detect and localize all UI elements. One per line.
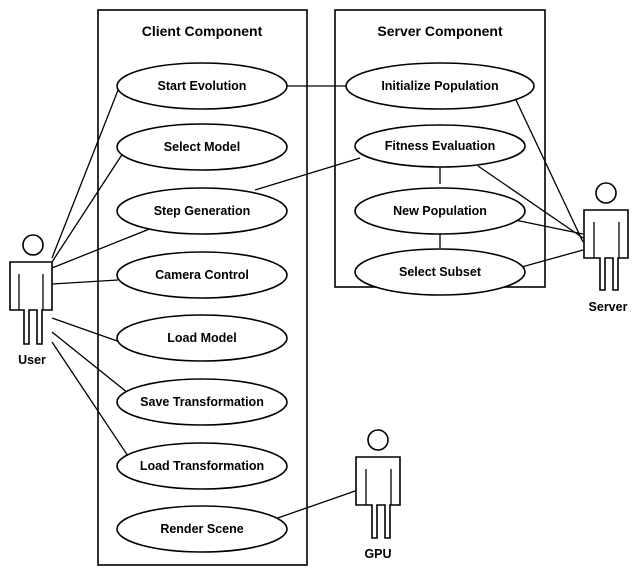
actor-user: User — [9, 234, 53, 367]
assoc-step-generation-fitness-evaluation — [254, 157, 361, 191]
use-case-label: New Population — [393, 204, 487, 218]
assoc-gpu-render-scene — [271, 489, 359, 521]
client-use-cases: Start Evolution Select Model Step Genera… — [116, 62, 288, 553]
use-case-load-model — [116, 314, 288, 362]
assoc-server-fitness-evaluation — [477, 165, 584, 239]
assoc-user-camera-control — [51, 279, 119, 285]
actor-gpu-label: GPU — [364, 547, 391, 561]
use-case-label: Initialize Population — [381, 79, 498, 93]
assoc-user-load-model — [51, 317, 121, 343]
actor-body — [355, 456, 401, 539]
use-case-label: Step Generation — [154, 204, 251, 218]
use-case-start-evolution — [116, 62, 288, 110]
use-case-label: Load Transformation — [140, 459, 264, 473]
actor-body — [583, 209, 629, 291]
use-case-label: Select Subset — [399, 265, 482, 279]
server-component-title: Server Component — [377, 23, 503, 39]
assoc-user-load-transformation — [51, 341, 129, 457]
assoc-user-step-generation — [51, 227, 153, 269]
assoc-server-initialize-population — [515, 99, 584, 243]
actor-server: Server — [583, 182, 629, 314]
actor-gpu: GPU — [355, 429, 401, 561]
assoc-server-new-population — [509, 218, 584, 235]
actor-head — [22, 234, 44, 256]
use-case-render-scene — [116, 505, 288, 553]
use-case-label: Save Transformation — [140, 395, 264, 409]
use-case-label: Load Model — [167, 331, 236, 345]
use-case-load-transformation — [116, 442, 288, 490]
assoc-user-select-model — [51, 149, 126, 263]
client-component-title: Client Component — [142, 23, 263, 39]
use-case-label: Start Evolution — [158, 79, 247, 93]
use-case-label: Select Model — [164, 140, 240, 154]
use-case-initialize-population — [345, 62, 535, 110]
assoc-user-save-transformation — [51, 331, 129, 394]
actor-user-label: User — [18, 353, 46, 367]
use-case-label: Fitness Evaluation — [385, 139, 495, 153]
use-case-select-model — [116, 123, 288, 171]
actor-body — [9, 261, 53, 345]
use-case-fitness-evaluation — [354, 124, 526, 168]
assoc-server-select-subset — [517, 249, 584, 269]
use-case-step-generation — [116, 187, 288, 235]
actor-head — [595, 182, 617, 204]
use-case-new-population — [354, 187, 526, 235]
use-case-label: Camera Control — [155, 268, 249, 282]
associations — [51, 79, 584, 521]
use-case-save-transformation — [116, 378, 288, 426]
actor-server-label: Server — [589, 300, 628, 314]
server-use-cases: Initialize Population Fitness Evaluation… — [345, 62, 535, 296]
use-case-select-subset — [354, 248, 526, 296]
assoc-user-start-evolution — [51, 79, 123, 259]
actor-head — [367, 429, 389, 451]
use-case-label: Render Scene — [160, 522, 243, 536]
use-case-camera-control — [116, 251, 288, 299]
